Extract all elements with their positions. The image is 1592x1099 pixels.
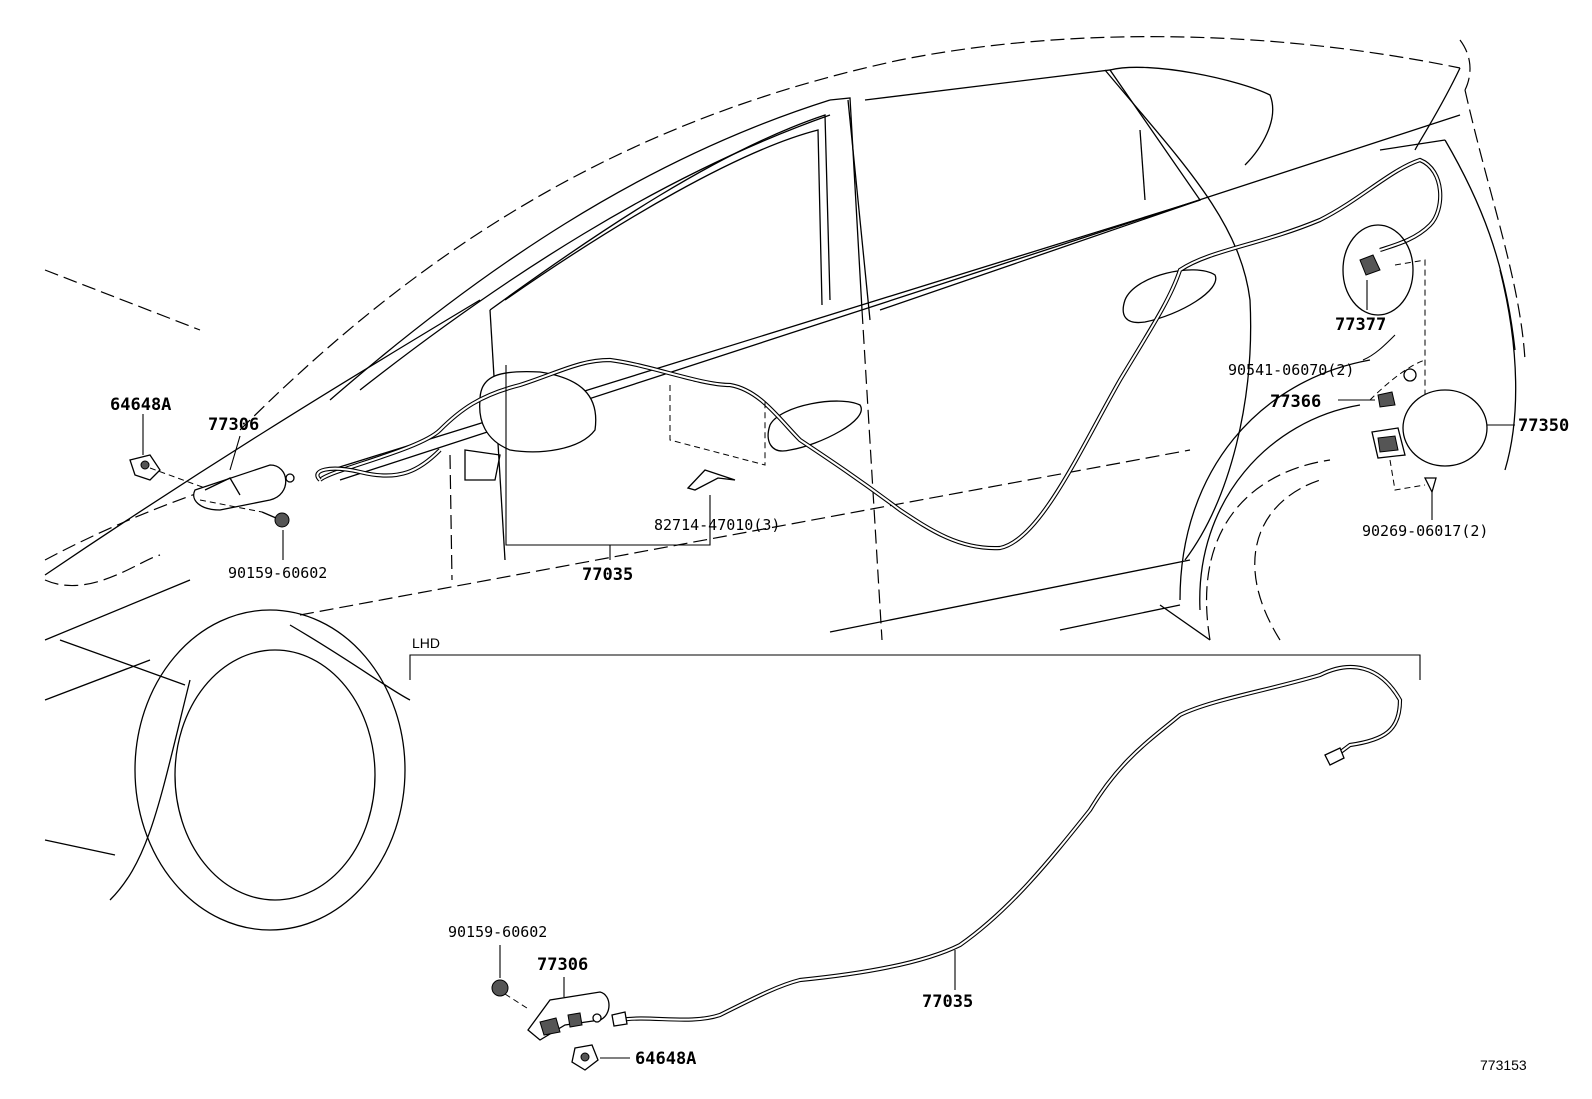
lever-lower [527, 991, 610, 1041]
callout-cable-upper: 77035 [582, 565, 633, 585]
screw-lower [491, 979, 531, 1011]
callout-cable-lower: 77035 [922, 992, 973, 1012]
callout-labels: 64648A 77306 90159-60602 82714-47010(3) … [110, 315, 1569, 1069]
image-number: 773153 [1480, 1057, 1527, 1073]
callout-screw-upper: 90159-60602 [228, 564, 327, 582]
clip-mid [686, 469, 736, 491]
callout-clip-mid: 82714-47010(3) [654, 516, 780, 534]
callout-grommet-lower: 64648A [635, 1049, 696, 1069]
grommet-lower [571, 1044, 599, 1071]
car-body-outline [44, 36, 1526, 931]
callout-screw-lower: 90159-60602 [448, 923, 547, 941]
callout-bolt-right: 90541-06070(2) [1228, 361, 1354, 379]
leader-lines [142, 280, 1515, 1059]
upper-cable-route [315, 157, 1443, 551]
callout-hinge-cap: 77377 [1335, 315, 1386, 335]
grommet-upper [129, 454, 161, 481]
screw-upper [261, 511, 290, 528]
callout-spring: 77366 [1270, 392, 1321, 412]
callout-fuel-lid: 77350 [1518, 416, 1569, 436]
lower-cable-route [611, 664, 1403, 1027]
lhd-bracket: LHD [409, 635, 1421, 680]
callout-lever-lower: 77306 [537, 955, 588, 975]
callout-lever-upper: 77306 [208, 415, 259, 435]
callout-grommet-upper: 64648A [110, 395, 171, 415]
callout-screw-right: 90269-06017(2) [1362, 522, 1488, 540]
lever-upper [193, 464, 287, 511]
fuel-lid-group [1342, 224, 1488, 494]
lhd-label: LHD [412, 635, 440, 651]
